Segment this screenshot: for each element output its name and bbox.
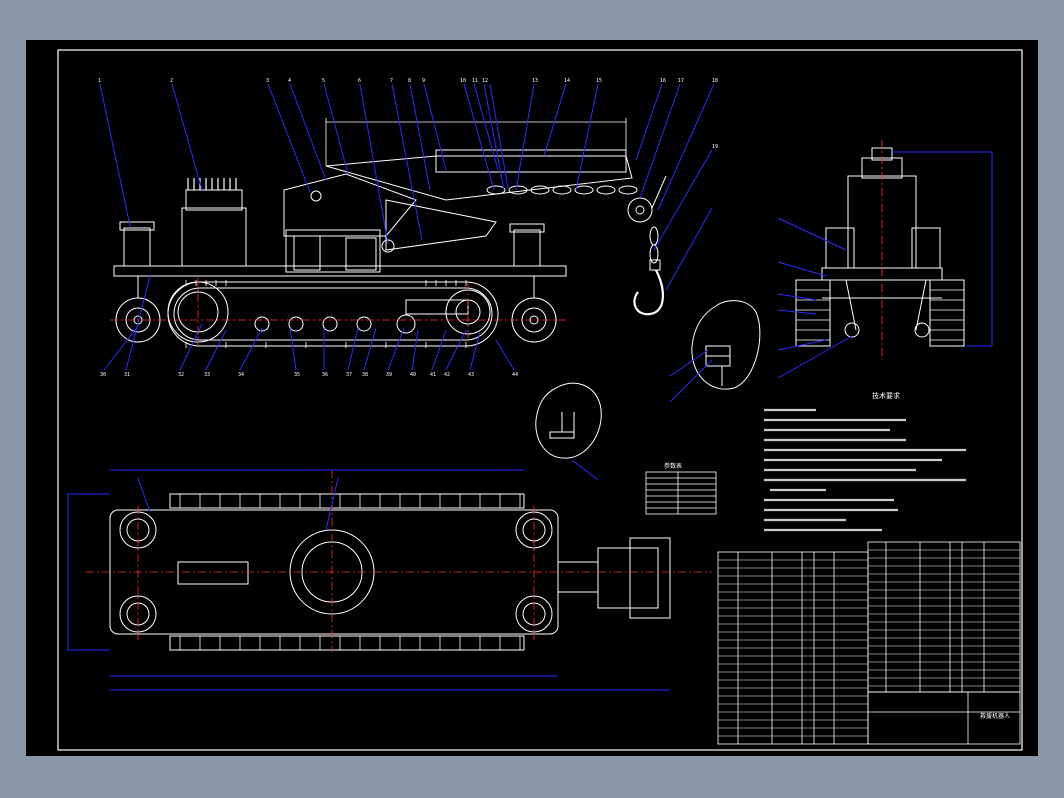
technical-requirements-lines — [764, 408, 966, 532]
svg-text:30: 30 — [100, 372, 106, 378]
bom-table-rows — [718, 549, 1020, 737]
balloon-labels-top: 1 2 3 4 5 6 7 8 9 10 11 12 13 14 15 16 1… — [98, 78, 718, 150]
leader-lines-bottom — [103, 275, 515, 371]
svg-text:36: 36 — [322, 372, 328, 378]
engineering-drawing: 1 2 3 4 5 6 7 8 9 10 11 12 13 14 15 16 1… — [57, 49, 1023, 751]
top-view-center-lines — [86, 470, 712, 652]
svg-text:12: 12 — [482, 78, 488, 84]
svg-text:40: 40 — [410, 372, 416, 378]
center-lines-side — [110, 278, 566, 346]
svg-text:7: 7 — [390, 78, 393, 84]
svg-text:32: 32 — [178, 372, 184, 378]
side-view — [113, 149, 667, 347]
svg-text:3: 3 — [266, 78, 269, 84]
front-view-dimensions — [777, 151, 993, 379]
leader-lines-top — [99, 83, 715, 291]
top-view-dimensions — [67, 469, 670, 691]
svg-text:42: 42 — [444, 372, 450, 378]
front-view — [795, 147, 965, 347]
track-teeth — [185, 280, 467, 348]
svg-text:35: 35 — [294, 372, 300, 378]
svg-text:16: 16 — [660, 78, 666, 84]
svg-text:6: 6 — [358, 78, 361, 84]
parameter-table-title: 参数表 — [664, 462, 682, 470]
bom-table — [717, 541, 1021, 745]
svg-text:19: 19 — [712, 144, 718, 150]
svg-text:38: 38 — [362, 372, 368, 378]
svg-text:1: 1 — [98, 78, 101, 84]
svg-text:41: 41 — [430, 372, 436, 378]
svg-text:15: 15 — [596, 78, 602, 84]
svg-text:9: 9 — [422, 78, 425, 84]
parameter-table — [645, 471, 717, 515]
cad-viewport[interactable]: 1 2 3 4 5 6 7 8 9 10 11 12 13 14 15 16 1… — [26, 40, 1038, 756]
detail-view-b — [535, 382, 602, 459]
svg-text:13: 13 — [532, 78, 538, 84]
svg-text:33: 33 — [204, 372, 210, 378]
top-view-track-teeth — [179, 494, 521, 650]
detail-leaders — [571, 349, 713, 481]
svg-text:10: 10 — [460, 78, 466, 84]
balloon-labels-bottom: 30 31 32 33 34 35 36 37 38 39 40 41 42 4… — [100, 372, 518, 378]
svg-text:5: 5 — [322, 78, 325, 84]
svg-text:44: 44 — [512, 372, 518, 378]
sheet-border — [57, 49, 1023, 751]
detail-view-a — [691, 300, 761, 390]
title-block-name: 救援机器人 — [980, 712, 1010, 720]
svg-text:31: 31 — [124, 372, 130, 378]
svg-text:4: 4 — [288, 78, 291, 84]
svg-text:14: 14 — [564, 78, 570, 84]
svg-text:43: 43 — [468, 372, 474, 378]
svg-text:2: 2 — [170, 78, 173, 84]
svg-text:11: 11 — [472, 78, 478, 84]
side-view-dimension — [325, 118, 627, 166]
svg-text:18: 18 — [712, 78, 718, 84]
technical-requirements-title: 技术要求 — [872, 391, 900, 400]
svg-text:37: 37 — [346, 372, 352, 378]
svg-text:39: 39 — [386, 372, 392, 378]
svg-text:17: 17 — [678, 78, 684, 84]
svg-text:34: 34 — [238, 372, 244, 378]
svg-text:8: 8 — [408, 78, 411, 84]
